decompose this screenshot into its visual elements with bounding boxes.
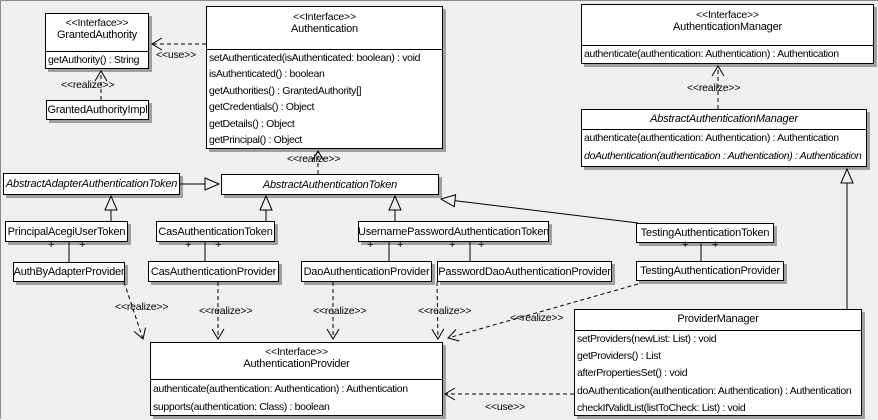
class-name: PrincipalAcegiUserToken	[7, 225, 126, 238]
method: supports(authentication: Class) : boolea…	[153, 401, 330, 413]
method: authenticate(authentication: Authenticat…	[584, 48, 839, 60]
method: setAuthenticated(isAuthenticated: boolea…	[209, 52, 421, 64]
method: doAuthentication(authentication: Authent…	[577, 384, 852, 397]
method: authenticate(authentication: Authenticat…	[153, 383, 408, 395]
use-label: <<use>>	[485, 401, 526, 413]
class-name: AbstractAdapterAuthenticationToken	[5, 178, 178, 190]
class-password-dao-authentication-provider[interactable]: PasswordDaoAuthenticationProvider	[437, 261, 612, 282]
class-username-password-authentication-token[interactable]: UsernamePasswordAuthenticationToken	[358, 221, 549, 242]
class-dao-authentication-provider[interactable]: DaoAuthenticationProvider	[301, 261, 432, 282]
class-cas-authentication-token[interactable]: CasAuthenticationToken	[156, 221, 275, 242]
multiplicity-plus: +	[367, 239, 374, 251]
class-name: UsernamePasswordAuthenticationToken	[358, 225, 549, 238]
class-authentication[interactable]: <<Interface>> Authentication setAuthenti…	[206, 6, 443, 149]
method: getProviders() : List	[577, 350, 661, 363]
method: getAuthorities() : GrantedAuthority[]	[209, 84, 362, 97]
class-name: TestingAuthenticationToken	[640, 227, 770, 239]
multiplicity-plus: +	[712, 239, 719, 251]
class-name: ProviderManager	[677, 313, 759, 325]
class-name: CasAuthenticationToken	[158, 225, 273, 238]
multiplicity-plus: +	[478, 239, 485, 251]
method-abstract: doAuthentication(authentication : Authen…	[584, 149, 862, 162]
method: getDetails() : Object	[209, 117, 295, 130]
class-name: GrantedAuthorityImpl	[47, 104, 148, 116]
realize-label: <<realize>>	[313, 305, 367, 317]
method: getCredentials() : Object	[209, 101, 315, 114]
use-label: <<use>>	[156, 49, 197, 61]
stereotype: <<Interface>>	[696, 9, 759, 21]
method: afterPropertiesSet() : void	[577, 367, 688, 380]
realize-label: <<realize>>	[61, 79, 115, 91]
class-principal-acegi-user-token[interactable]: PrincipalAcegiUserToken	[5, 221, 128, 242]
class-abstract-authentication-token[interactable]: AbstractAuthenticationToken	[221, 174, 439, 195]
method: getPrincipal() : Object	[209, 134, 302, 147]
realize-label: <<realize>>	[199, 305, 253, 317]
class-authentication-manager[interactable]: <<Interface>> AuthenticationManager auth…	[581, 4, 874, 64]
realize-label: <<realize>>	[115, 301, 169, 313]
multiplicity-plus: +	[79, 239, 86, 251]
class-granted-authority-impl[interactable]: GrantedAuthorityImpl	[46, 100, 149, 120]
multiplicity-plus: +	[449, 239, 456, 251]
class-abstract-authentication-manager[interactable]: AbstractAuthenticationManager authentica…	[581, 109, 867, 167]
class-name: AuthByAdapterProvider	[13, 266, 125, 278]
class-provider-manager[interactable]: ProviderManager setProviders(newList: Li…	[574, 309, 862, 416]
class-name: AuthenticationManager	[673, 21, 782, 33]
realize-label: <<realize>>	[287, 153, 341, 165]
class-granted-authority[interactable]: <<Interface>> GrantedAuthority getAuthor…	[45, 13, 149, 69]
multiplicity-plus: +	[185, 239, 192, 251]
stereotype: <<Interface>>	[265, 346, 328, 358]
class-name: Authentication	[291, 23, 358, 35]
edge-testing-token-extends-abstract-token[interactable]	[439, 194, 639, 224]
class-auth-by-adapter-provider[interactable]: AuthByAdapterProvider	[13, 262, 125, 282]
method: isAuthenticated() : boolean	[209, 68, 325, 81]
multiplicity-plus: +	[48, 239, 55, 251]
multiplicity-plus: +	[215, 239, 222, 251]
method: setProviders(newList: List) : void	[577, 333, 717, 345]
method: getAuthority() : String	[48, 54, 140, 66]
multiplicity-plus: +	[397, 239, 404, 251]
class-name: TestingAuthenticationProvider	[640, 265, 780, 277]
method: checkIfValidList(listToCheck: List) : vo…	[577, 401, 746, 414]
stereotype: <<Interface>>	[65, 17, 129, 29]
class-cas-authentication-provider[interactable]: CasAuthenticationProvider	[148, 261, 279, 282]
class-name: DaoAuthenticationProvider	[303, 265, 430, 278]
class-abstract-adapter-authentication-token[interactable]: AbstractAdapterAuthenticationToken	[3, 173, 180, 195]
class-name: GrantedAuthority	[57, 29, 137, 41]
class-authentication-provider[interactable]: <<Interface>> AuthenticationProvider aut…	[150, 342, 443, 416]
realize-label: <<realize>>	[510, 312, 564, 324]
method: authenticate(authentication: Authenticat…	[584, 132, 839, 144]
realize-label: <<realize>>	[687, 82, 741, 94]
class-testing-authentication-provider[interactable]: TestingAuthenticationProvider	[636, 261, 784, 281]
class-name: PasswordDaoAuthenticationProvider	[438, 265, 611, 278]
class-name: AuthenticationProvider	[243, 358, 350, 370]
multiplicity-plus: +	[682, 239, 689, 251]
class-name: AbstractAuthenticationManager	[650, 113, 798, 125]
stereotype: <<Interface>>	[293, 11, 356, 23]
realize-label: <<realize>>	[418, 305, 472, 317]
class-testing-authentication-token[interactable]: TestingAuthenticationToken	[636, 223, 774, 243]
class-name: CasAuthenticationProvider	[150, 265, 277, 278]
class-name: AbstractAuthenticationToken	[262, 178, 398, 191]
